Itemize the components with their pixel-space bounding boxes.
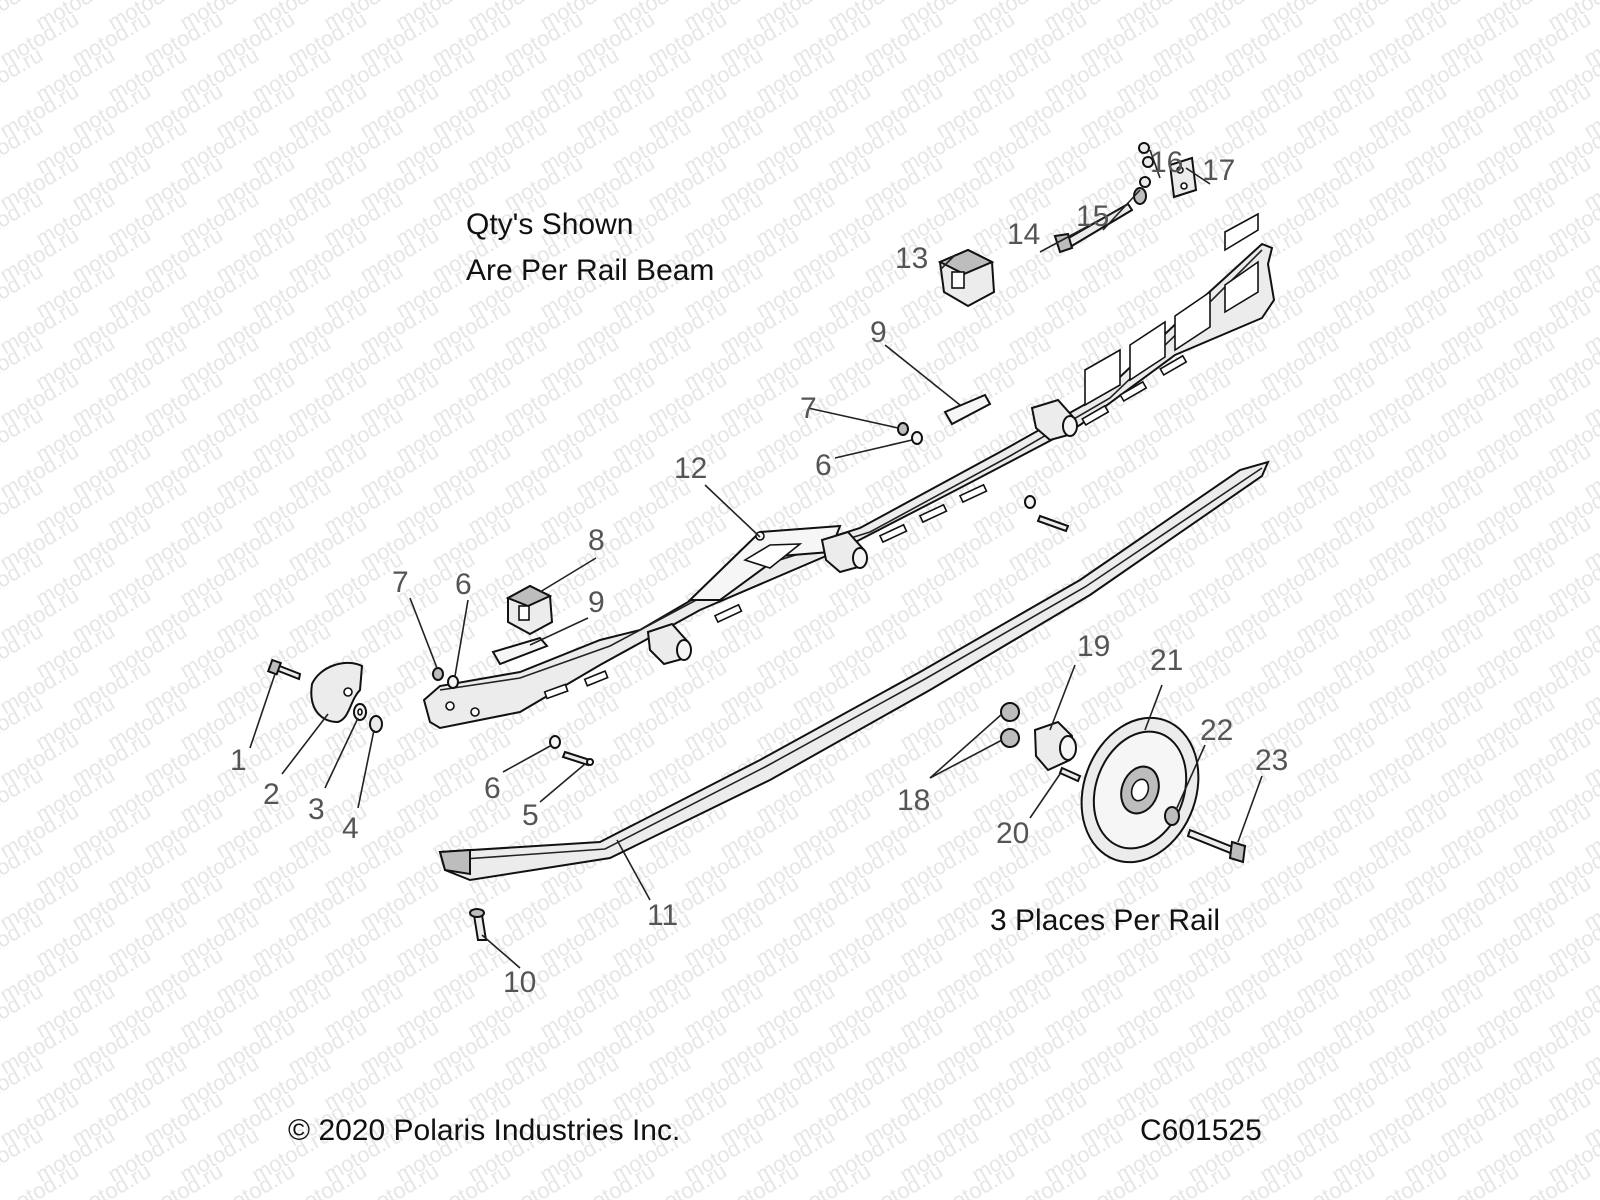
callout-22: 22 — [1200, 714, 1233, 747]
mounting-bosses — [646, 398, 1078, 666]
callout-17: 17 — [1202, 154, 1235, 187]
qty-note-line2: Are Per Rail Beam — [466, 254, 715, 287]
callout-10: 10 — [503, 966, 536, 999]
idler-wheel — [1080, 716, 1200, 864]
diagram-code: C601525 — [1140, 1114, 1262, 1147]
callout-16: 16 — [1150, 146, 1183, 179]
callout-5: 5 — [522, 799, 539, 832]
callout-9-lower: 9 — [588, 586, 605, 619]
callout-14: 14 — [1007, 218, 1040, 251]
callout-6-lower: 6 — [484, 772, 501, 805]
callout-11: 11 — [647, 899, 678, 932]
callout-6-front: 6 — [455, 568, 472, 601]
callout-9-upper: 9 — [870, 316, 887, 349]
callout-15: 15 — [1076, 200, 1109, 233]
callout-8: 8 — [588, 524, 605, 557]
callout-2: 2 — [263, 778, 280, 811]
slide — [438, 460, 1270, 882]
callout-13: 13 — [895, 242, 928, 275]
callout-20: 20 — [996, 817, 1029, 850]
leader-lines — [249, 149, 1263, 969]
qty-note-line1: Qty's Shown — [466, 208, 634, 241]
callout-23: 23 — [1255, 744, 1288, 777]
callout-18: 18 — [897, 784, 930, 817]
callout-1: 1 — [230, 744, 247, 777]
callout-7-front: 7 — [392, 566, 409, 599]
callout-4: 4 — [342, 812, 359, 845]
copyright: © 2020 Polaris Industries Inc. — [288, 1114, 681, 1147]
callout-19: 19 — [1077, 630, 1110, 663]
rear-frame-windows — [1084, 212, 1259, 407]
rail-beam — [422, 212, 1276, 730]
callout-6-upper: 6 — [815, 449, 832, 482]
callout-12: 12 — [674, 452, 707, 485]
hardware — [266, 142, 1247, 941]
beam-slots — [543, 354, 1188, 700]
places-note: 3 Places Per Rail — [990, 904, 1221, 937]
callout-3: 3 — [308, 793, 325, 826]
callout-21: 21 — [1150, 644, 1183, 677]
callout-labels: 1 2 3 4 5 6 6 6 7 7 8 9 9 10 11 12 13 14… — [230, 146, 1288, 999]
callout-7-upper: 7 — [800, 392, 817, 425]
